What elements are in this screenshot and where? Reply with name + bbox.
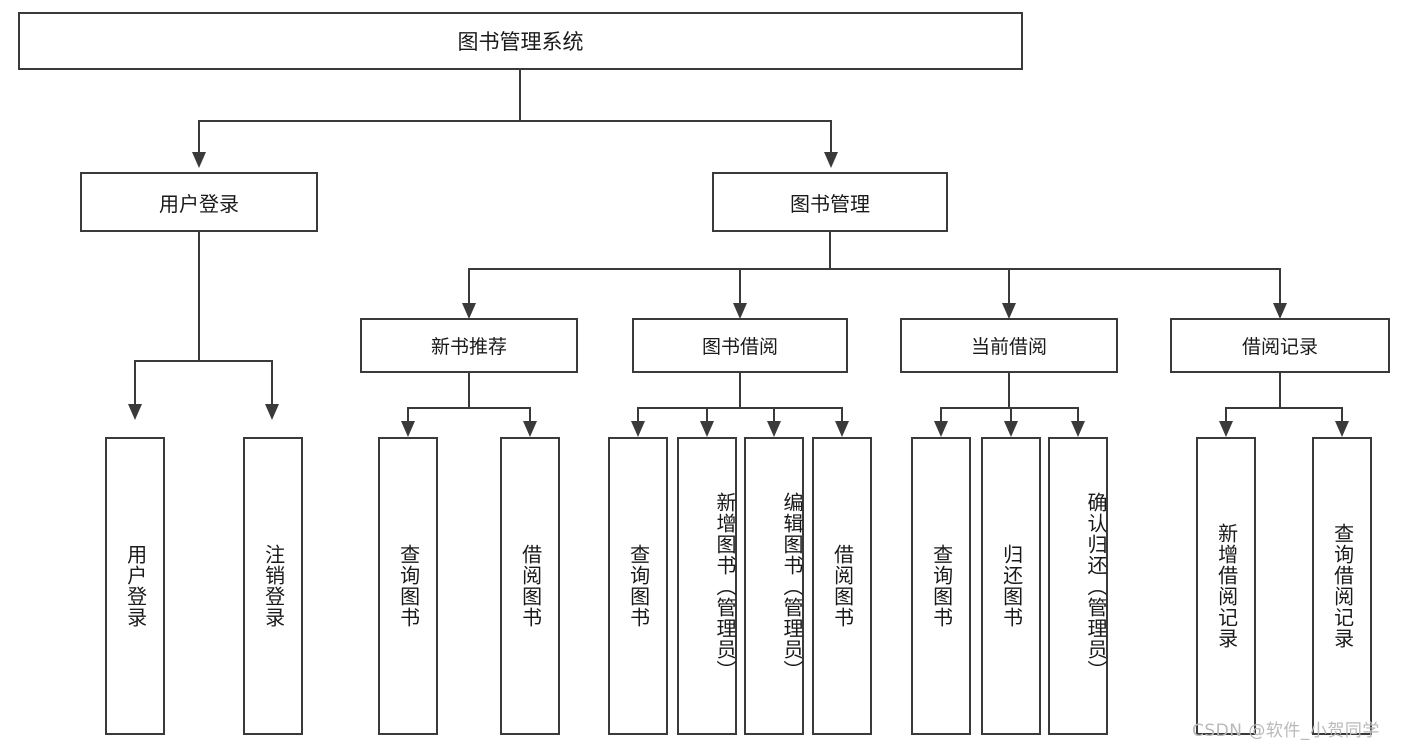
node-label: 新书推荐 [430, 336, 507, 358]
edge-new-book-stem [468, 373, 470, 409]
node-book-management[interactable]: 图书管理 [712, 172, 948, 232]
arrow-down-icon [631, 421, 645, 437]
node-label: 当前借阅 [970, 336, 1047, 358]
arrow-down-icon [1335, 421, 1349, 437]
edge-book-borrow-stem [739, 373, 741, 409]
leaf-borrow-record-add[interactable]: 新增借阅记录 [1196, 437, 1256, 735]
edge-drop-leaf [407, 407, 409, 425]
arrow-down-icon [1004, 421, 1018, 437]
node-label: 新增借阅记录 [1214, 523, 1239, 649]
leaf-current-borrow-query[interactable]: 查询图书 [911, 437, 971, 735]
node-label: 借阅图书 [518, 544, 543, 628]
arrow-down-icon [462, 303, 476, 319]
edge-drop-leaf [773, 407, 775, 425]
edge-drop-borrow-record [1279, 268, 1281, 306]
node-label: 用户登录 [159, 191, 239, 216]
leaf-user-login-logout[interactable]: 注销登录 [243, 437, 303, 735]
leaf-current-borrow-confirm-admin[interactable]: 确认归还（管理员） [1048, 437, 1108, 735]
node-label: 借阅记录 [1241, 336, 1318, 358]
leaf-borrow-record-query[interactable]: 查询借阅记录 [1312, 437, 1372, 735]
arrow-down-icon [700, 421, 714, 437]
arrow-down-icon [824, 152, 838, 168]
edge-level3-bus [468, 268, 1280, 270]
leaf-new-book-borrow[interactable]: 借阅图书 [500, 437, 560, 735]
node-label: 用户登录 [123, 544, 148, 628]
node-label: 图书借阅 [701, 336, 778, 358]
node-root-book-management-system[interactable]: 图书管理系统 [18, 12, 1023, 70]
edge-root-stem [519, 70, 521, 120]
edge-root-bus [198, 120, 832, 122]
arrow-down-icon [192, 152, 206, 168]
node-book-borrow[interactable]: 图书借阅 [632, 318, 848, 373]
leaf-new-book-query[interactable]: 查询图书 [378, 437, 438, 735]
edge-drop-user-login [198, 120, 200, 154]
leaf-book-borrow-add-admin[interactable]: 新增图书（管理员） [677, 437, 737, 735]
arrow-down-icon [934, 421, 948, 437]
arrow-down-icon [1071, 421, 1085, 437]
node-label: 查询图书 [626, 544, 651, 628]
node-label: 新增图书（管理员） [713, 491, 737, 681]
node-current-borrow[interactable]: 当前借阅 [900, 318, 1118, 373]
arrow-down-icon [1219, 421, 1233, 437]
node-label: 编辑图书（管理员） [780, 491, 804, 681]
arrow-down-icon [1002, 303, 1016, 319]
edge-drop-leaf [940, 407, 942, 425]
node-label: 注销登录 [261, 544, 286, 628]
node-label: 图书管理系统 [457, 30, 584, 54]
edge-current-borrow-stem [1008, 373, 1010, 409]
edge-user-login-stem [198, 232, 200, 362]
arrow-down-icon [401, 421, 415, 437]
edge-drop-leaf [1077, 407, 1079, 425]
node-label: 确认归还（管理员） [1084, 491, 1108, 681]
node-new-book-recommend[interactable]: 新书推荐 [360, 318, 578, 373]
edge-borrow-record-stem [1279, 373, 1281, 409]
edge-borrow-record-bus [1225, 407, 1343, 409]
edge-current-borrow-bus [940, 407, 1079, 409]
watermark-text: CSDN @软件_小贺同学 [1192, 721, 1380, 741]
edge-drop-leaf [1341, 407, 1343, 425]
edge-drop-leaf [529, 407, 531, 425]
node-label: 归还图书 [999, 544, 1024, 628]
edge-book-management-stem [829, 232, 831, 270]
edge-drop-leaf [1010, 407, 1012, 425]
node-label: 借阅图书 [830, 544, 855, 628]
edge-drop-leaf [706, 407, 708, 425]
edge-drop-leaf [1225, 407, 1227, 425]
node-label: 查询图书 [396, 544, 421, 628]
leaf-book-borrow-edit-admin[interactable]: 编辑图书（管理员） [744, 437, 804, 735]
edge-drop-leaf [637, 407, 639, 425]
node-label: 图书管理 [790, 191, 870, 216]
arrow-down-icon [767, 421, 781, 437]
edge-drop-leaf [841, 407, 843, 425]
leaf-user-login-login[interactable]: 用户登录 [105, 437, 165, 735]
leaf-current-borrow-return[interactable]: 归还图书 [981, 437, 1041, 735]
arrow-down-icon [523, 421, 537, 437]
node-user-login[interactable]: 用户登录 [80, 172, 318, 232]
leaf-book-borrow-borrow[interactable]: 借阅图书 [812, 437, 872, 735]
arrow-down-icon [835, 421, 849, 437]
edge-user-login-bus [134, 360, 272, 362]
arrow-down-icon [733, 303, 747, 319]
node-label: 查询借阅记录 [1330, 523, 1355, 649]
arrow-down-icon [128, 404, 142, 420]
edge-book-borrow-bus [637, 407, 843, 409]
edge-drop-leaf [134, 360, 136, 406]
arrow-down-icon [265, 404, 279, 420]
node-label: 查询图书 [929, 544, 954, 628]
edge-drop-new-book [468, 268, 470, 306]
edge-drop-leaf [271, 360, 273, 406]
arrow-down-icon [1273, 303, 1287, 319]
edge-drop-book-management [830, 120, 832, 154]
leaf-book-borrow-query[interactable]: 查询图书 [608, 437, 668, 735]
edge-new-book-bus [407, 407, 531, 409]
node-borrow-record[interactable]: 借阅记录 [1170, 318, 1390, 373]
edge-drop-book-borrow [739, 268, 741, 306]
edge-drop-current-borrow [1008, 268, 1010, 306]
